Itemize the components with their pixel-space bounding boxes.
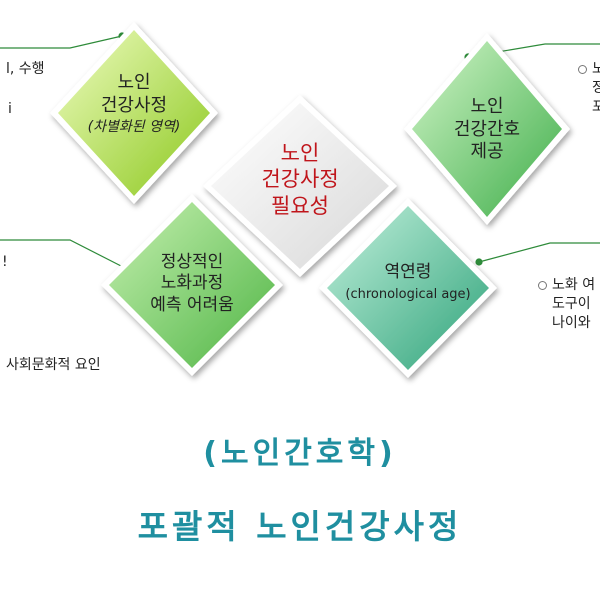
bullet-icon	[538, 280, 547, 290]
side-note-top-left-2: i	[8, 101, 12, 117]
side-note-top-right: 노 정 포	[578, 60, 600, 117]
diamond-line: 건강사정	[261, 167, 339, 192]
diamond-subtitle: (chronological age)	[345, 287, 471, 303]
bullet-icon	[578, 64, 587, 74]
diamond-bottom-left-text: 정상적인 노화과정 예측 어려움	[117, 252, 267, 316]
side-note-left-mid: !	[2, 254, 8, 270]
diamond-top-right-text: 노인 건강간호 제공	[417, 96, 557, 164]
diamond-subtitle: (차별화된 영역)	[87, 119, 181, 135]
caption-subject: (노인간호학)	[203, 436, 397, 471]
side-note-line: 포	[592, 98, 600, 115]
diamond-top-left	[50, 22, 218, 204]
side-note-line: 도구이	[552, 295, 591, 312]
diamond-line: 역연령	[384, 262, 432, 282]
diagram-canvas	[0, 22, 600, 378]
diamond-line: 노인	[280, 141, 320, 165]
diamond-top-right	[404, 33, 570, 225]
side-note-left-bottom: 사회문화적 요인	[6, 357, 101, 373]
diamond-line: 정상적인	[160, 252, 224, 272]
diamond-bottom-right-text: 역연령 (chronological age)	[333, 262, 483, 304]
diamond-bottom-left	[101, 194, 283, 376]
diamond-line: 노화과정	[160, 273, 224, 294]
side-note-line: 노화 여	[552, 277, 596, 293]
diamond-line: 예측 어려움	[150, 294, 234, 315]
diamond-bottom-right	[319, 198, 497, 378]
diamond-line: 제공	[470, 141, 504, 162]
side-note-top-left-1: l, 수행	[6, 61, 45, 77]
caption-title: 포괄적 노인건강사정	[137, 507, 463, 546]
diamond-top-left-text: 노인 건강사정 (차별화된 영역)	[64, 72, 204, 137]
diamond-line: 노인	[117, 72, 151, 93]
side-note-line: 노	[592, 61, 600, 77]
diamond-line: 건강간호	[453, 118, 521, 140]
diamond-center-text: 노인 건강사정 필요성	[220, 140, 380, 219]
diamond-center	[203, 95, 397, 277]
side-note-line: 정	[592, 79, 600, 96]
side-note-bottom-right: 노화 여 도구이 나이와	[538, 276, 595, 333]
diamond-line: 노인	[470, 96, 504, 117]
side-note-line: 나이와	[552, 314, 591, 331]
diagram-stage: 노인 건강사정 (차별화된 영역) 노인 건강간호 제공 정상적인 노화과정 예…	[0, 22, 600, 378]
diamond-line: 필요성	[271, 193, 329, 218]
diamond-line: 건강사정	[100, 94, 168, 116]
